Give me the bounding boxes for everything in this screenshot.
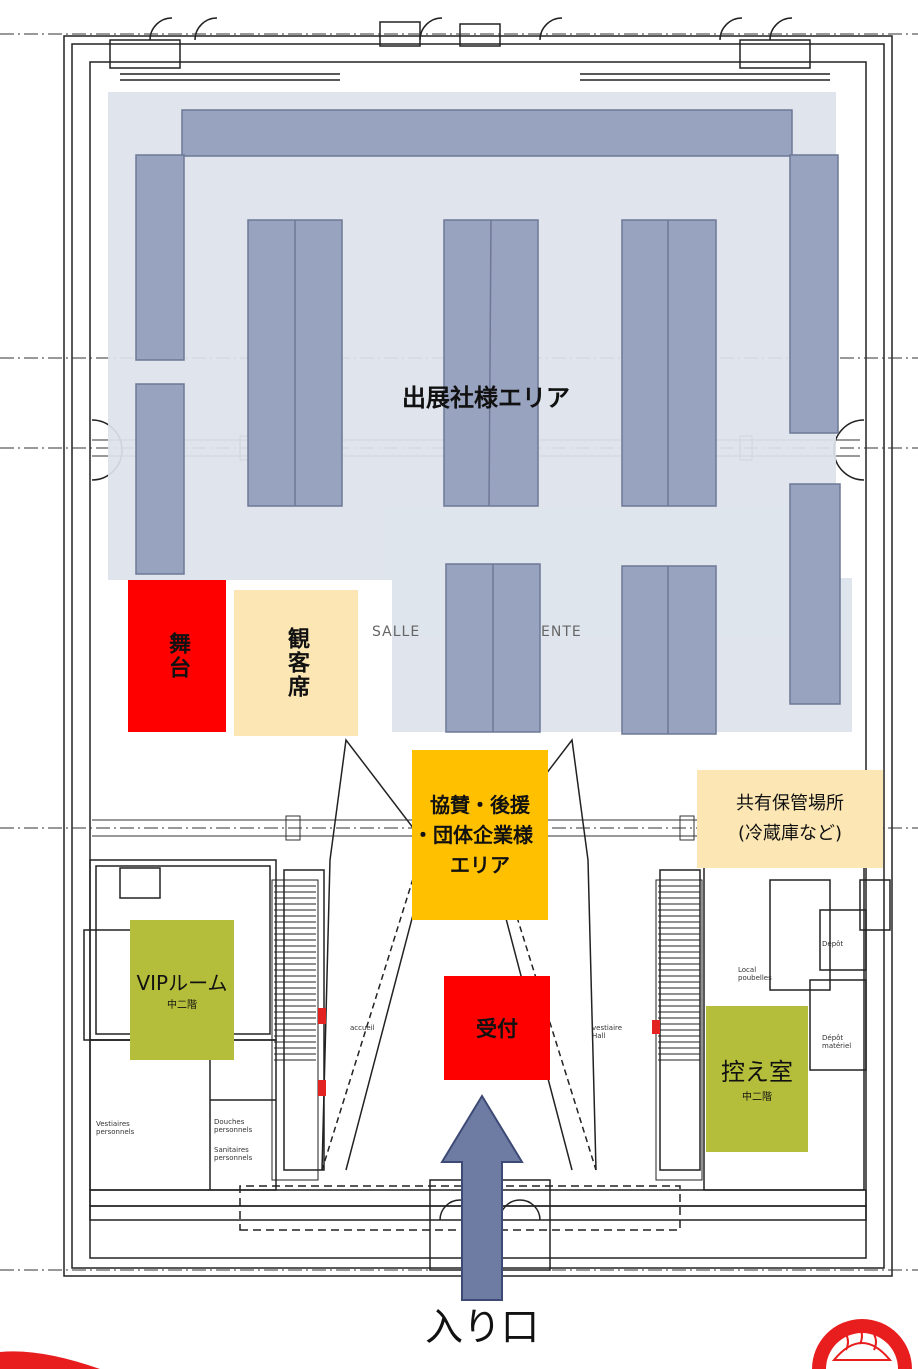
- room-label: Sanitaires personnels: [214, 1146, 253, 1162]
- room-label: Dépôt matériel: [822, 1034, 852, 1050]
- stage-zone: 舞台: [128, 580, 226, 732]
- storage-label-line1: 共有保管場所: [736, 793, 844, 814]
- room-label: Vestiaires personnels: [96, 1120, 135, 1136]
- red-marker: [652, 1020, 660, 1034]
- salle-label: ENTE: [541, 624, 582, 640]
- exhibitor-area-label: 出展社様エリア: [402, 384, 570, 412]
- booth: [181, 109, 793, 157]
- room-label: accueil: [350, 1024, 375, 1032]
- vip-room-label: VIPルーム: [136, 970, 228, 995]
- sponsor-zone: 協賛・後援 ・団体企業様 エリア: [412, 750, 548, 920]
- red-marker: [318, 1080, 326, 1096]
- reception-label: 受付: [476, 1017, 518, 1041]
- sponsor-label-line3: エリア: [450, 853, 510, 877]
- booth: [621, 219, 717, 507]
- storage-label-line2: (冷蔵庫など): [737, 823, 843, 844]
- storage-zone: 共有保管場所 (冷蔵庫など): [697, 770, 883, 868]
- stage-label: 舞台: [165, 632, 190, 680]
- room-label: Local poubelles: [738, 966, 772, 982]
- audience-zone: 観客席: [234, 590, 358, 736]
- room-label: Douches personnels: [214, 1118, 253, 1134]
- entrance-arrow: [440, 1094, 524, 1301]
- audience-label: 観客席: [284, 627, 309, 699]
- reception-zone: 受付: [444, 976, 550, 1080]
- stairs: [271, 879, 703, 1181]
- booth: [789, 483, 841, 705]
- room-label: vestiaire Hall: [592, 1024, 623, 1040]
- brand-swoosh: [0, 1351, 100, 1369]
- waiting-room-label: 控え室: [721, 1057, 793, 1086]
- waiting-room-floor: 中二階: [742, 1091, 772, 1103]
- rice-bowl-logo: [812, 1319, 912, 1369]
- sponsor-label-line1: 協賛・後援: [430, 793, 530, 817]
- entrance-label: 入り口: [425, 1305, 540, 1349]
- red-marker: [318, 1008, 326, 1024]
- booth: [621, 565, 717, 735]
- booths: [135, 109, 841, 735]
- vip-room-zone: VIPルーム 中二階: [130, 920, 234, 1060]
- room-label: Dépôt: [822, 940, 844, 948]
- waiting-room-zone: 控え室 中二階: [706, 1006, 808, 1152]
- salle-label: SALLE: [372, 624, 421, 640]
- booth: [135, 383, 185, 575]
- sponsor-label-line2: ・団体企業様: [413, 823, 533, 847]
- vip-room-floor: 中二階: [167, 999, 197, 1011]
- booth: [789, 154, 839, 434]
- booth: [135, 154, 185, 361]
